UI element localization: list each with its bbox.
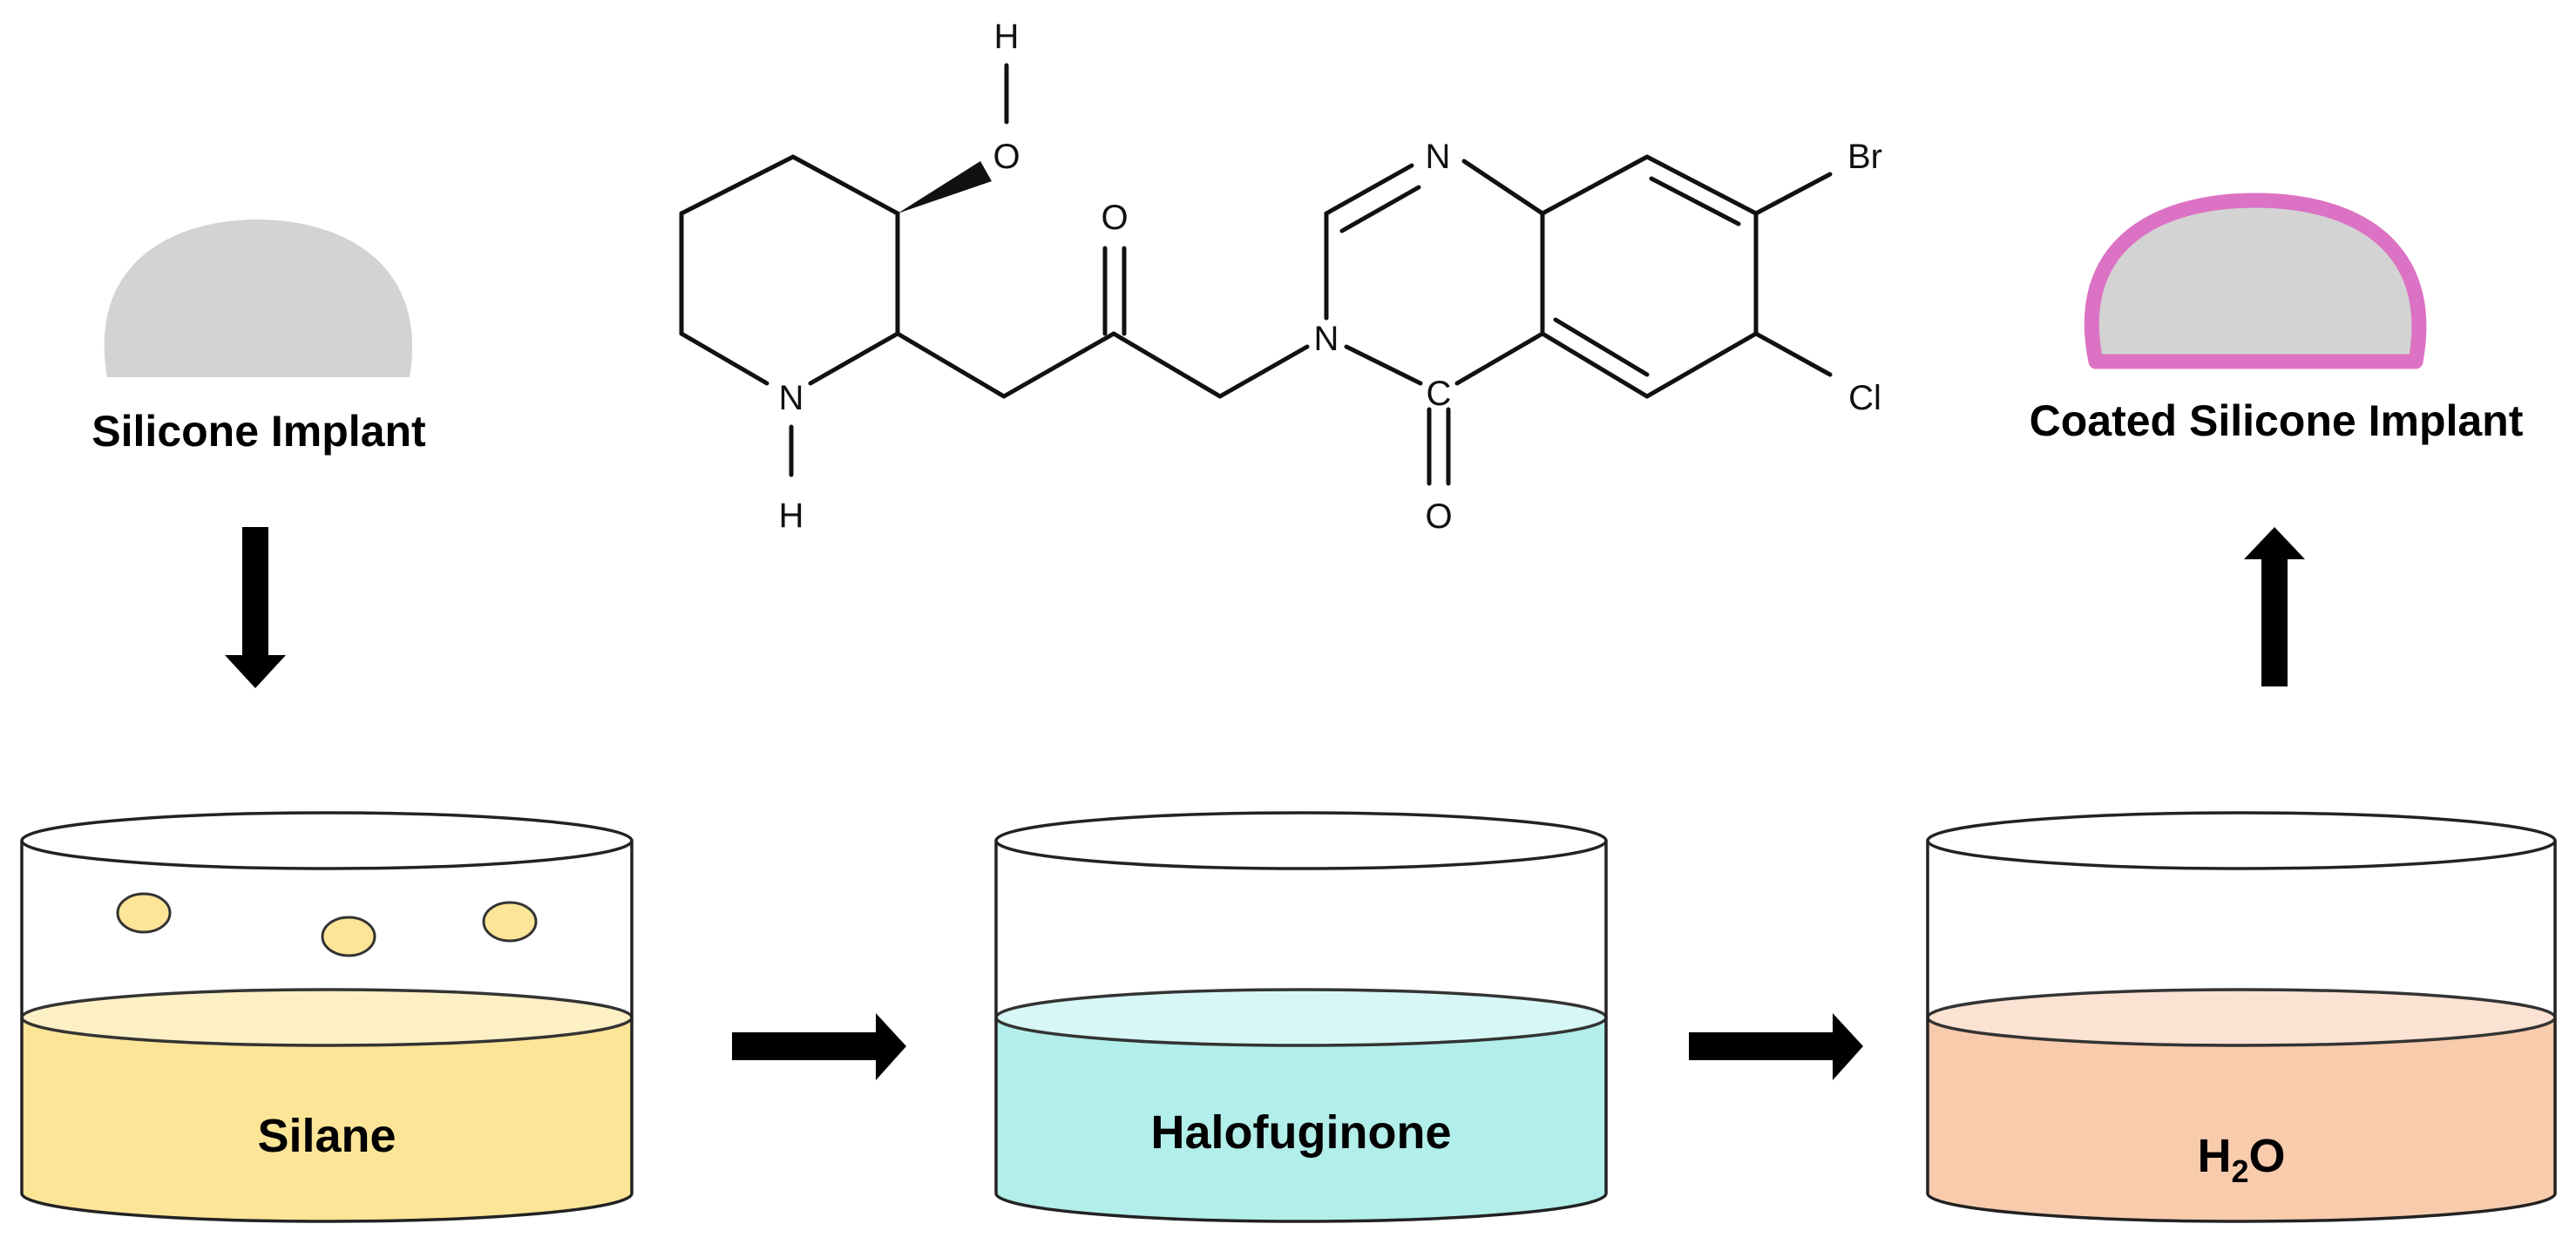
atom-ring-nh-h: H <box>779 497 804 535</box>
arrow-down-icon <box>225 527 286 688</box>
atom-chlorine: Cl <box>1848 379 1881 417</box>
arrow-right-icon <box>1689 1013 1863 1080</box>
halofuginone-liquid <box>996 1019 1606 1221</box>
coated-implant-label: Coated Silicone Implant <box>2030 396 2524 445</box>
halofuginone-dish-rim <box>994 811 1608 870</box>
atom-bromine: Br <box>1847 138 1882 176</box>
silane-dish <box>20 811 634 1223</box>
halofuginone-label: Halofuginone <box>1151 1106 1452 1159</box>
water-liquid-surface <box>1926 988 2557 1047</box>
silicone-implant <box>104 220 413 377</box>
halofuginone-dish <box>994 811 1608 1223</box>
atom-ring-n: N <box>779 379 804 417</box>
atom-quinazolinone-o: O <box>1425 497 1452 536</box>
atom-ketone-o: O <box>1101 199 1128 237</box>
coated-silicone-implant <box>2084 193 2427 369</box>
atom-quinazoline-n3: N <box>1314 320 1339 358</box>
halofuginone-liquid-surface <box>994 988 1608 1047</box>
atom-quinazoline-n1: N <box>1426 138 1451 176</box>
water-liquid <box>1928 1019 2555 1221</box>
silane-droplet <box>482 901 538 943</box>
implant-shape <box>104 220 413 377</box>
coated-implant-shape <box>2084 193 2427 369</box>
water-label: H2O <box>2197 1130 2285 1189</box>
atom-quinazoline-c4: C <box>1427 375 1452 413</box>
silane-label: Silane <box>257 1110 396 1162</box>
silane-droplet <box>321 916 376 957</box>
arrow-right-icon <box>732 1013 906 1080</box>
atom-hydroxyl-h: H <box>994 17 1020 56</box>
halofuginone-structure: H O N H O N N C O Br Cl <box>679 17 1882 536</box>
silane-droplet <box>116 892 172 934</box>
silane-liquid-surface <box>20 988 634 1047</box>
silicone-implant-label: Silicone Implant <box>92 407 426 456</box>
water-dish-rim <box>1926 811 2557 870</box>
silane-liquid <box>22 1019 632 1221</box>
atom-hydroxyl-o: O <box>993 138 1020 176</box>
arrow-up-icon <box>2244 527 2305 686</box>
water-dish <box>1926 811 2557 1223</box>
silane-dish-rim <box>20 811 634 870</box>
